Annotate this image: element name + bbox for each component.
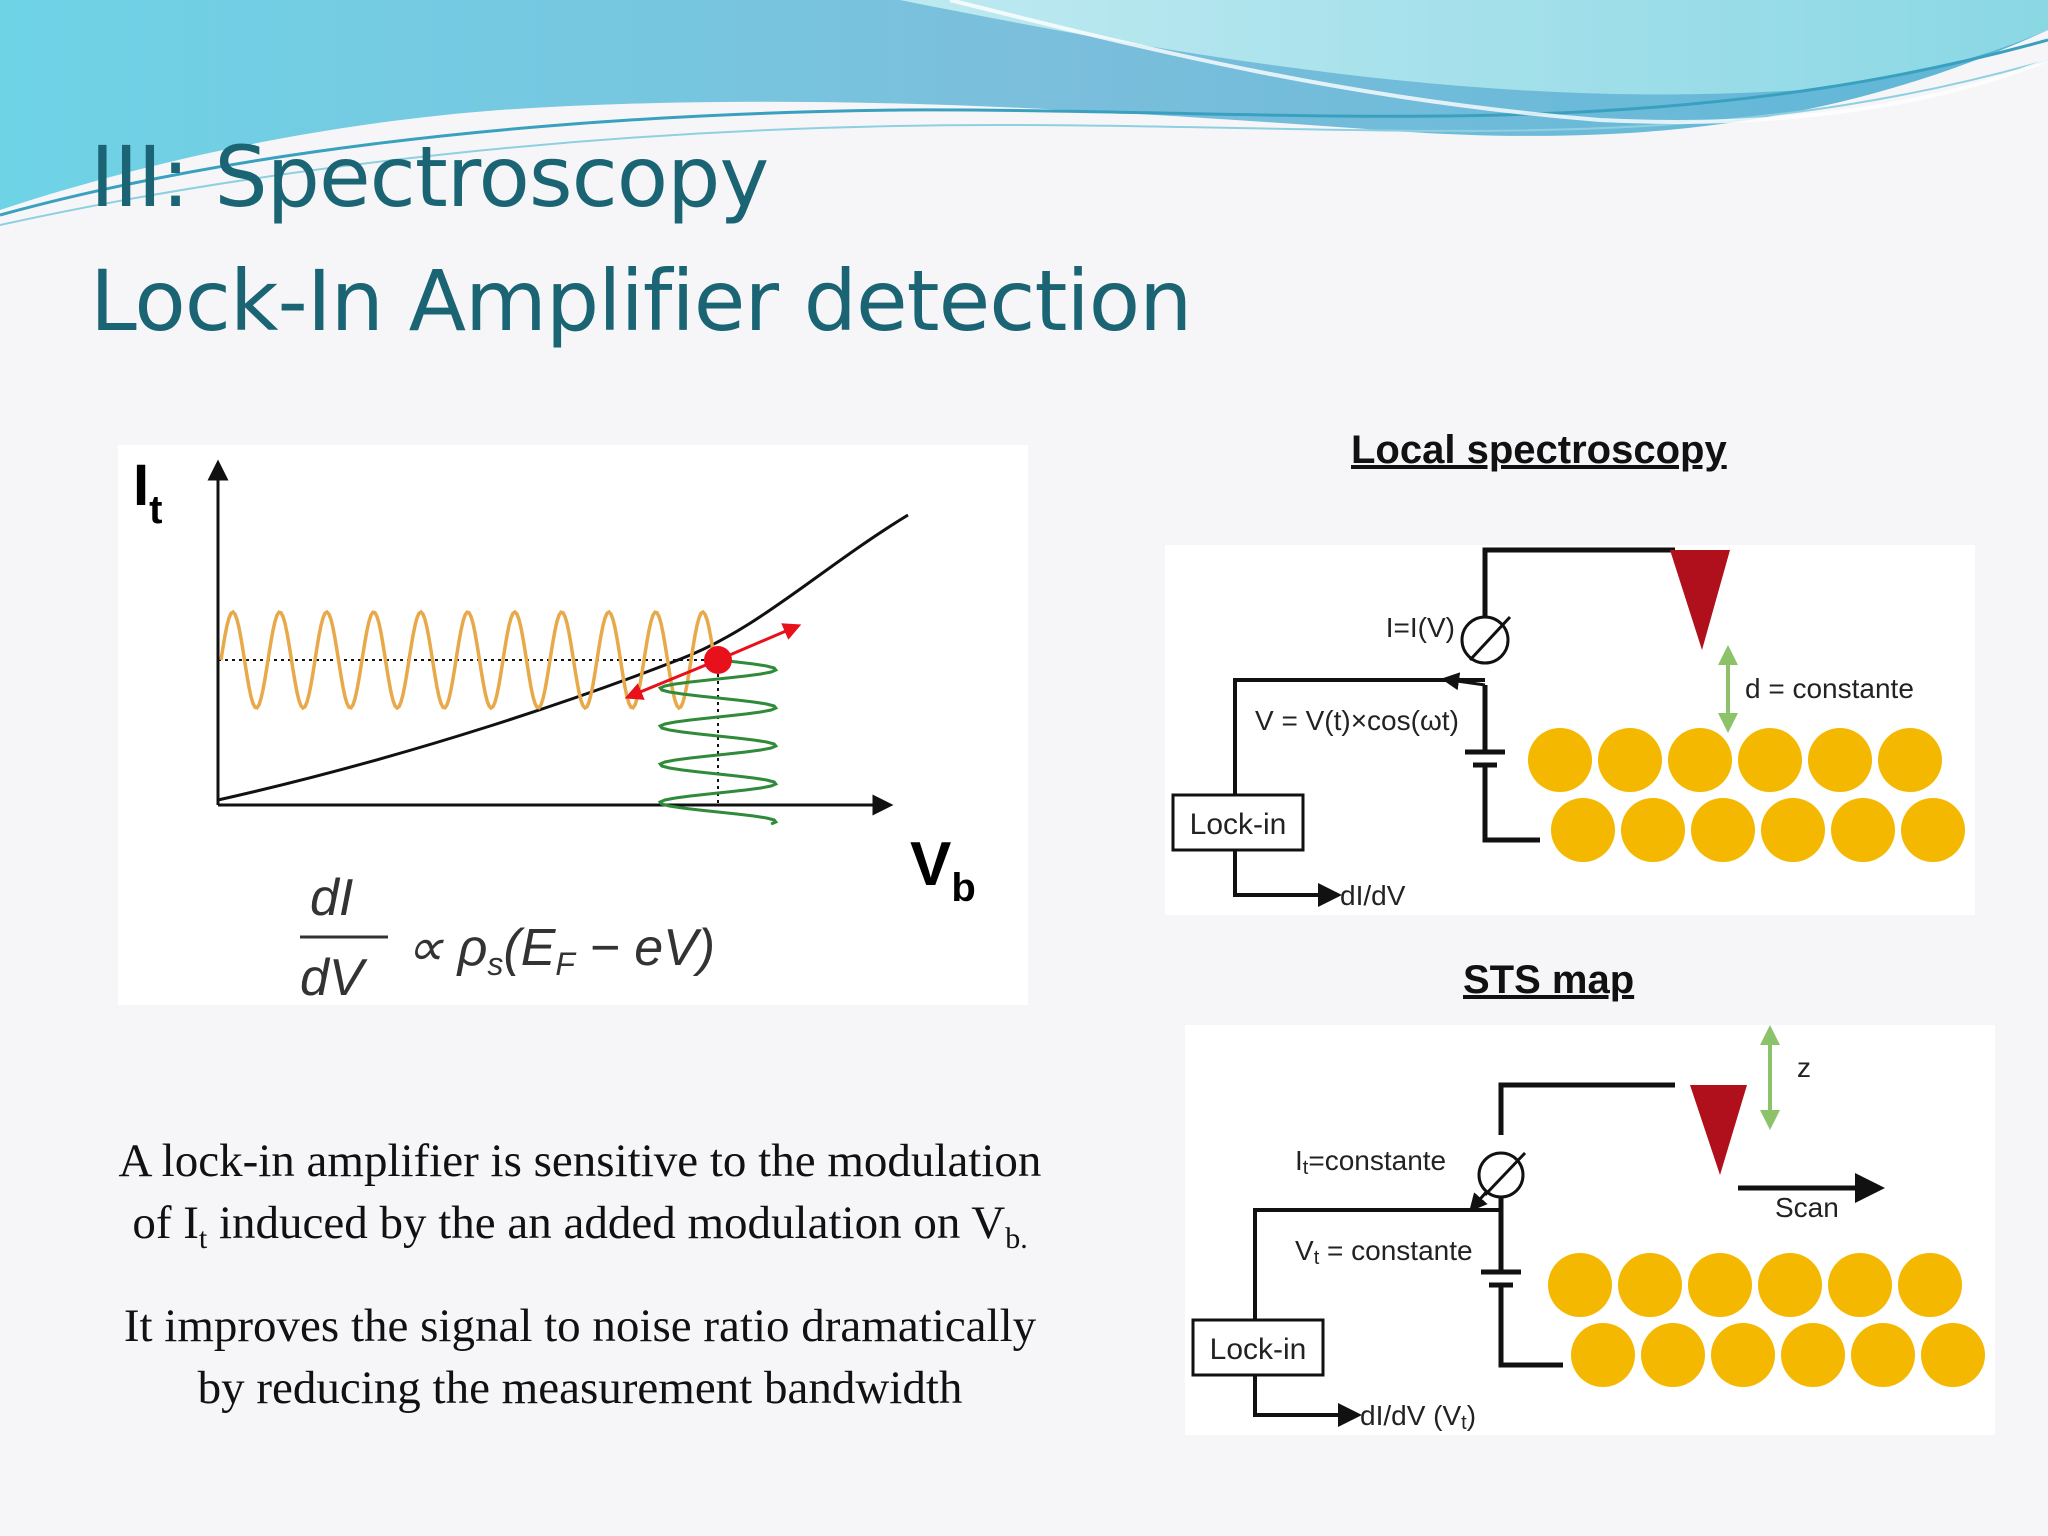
slide-title-line2: Lock-In Amplifier detection <box>90 252 1192 350</box>
paragraph2-line1: It improves the signal to noise ratio dr… <box>123 1300 1037 1352</box>
atom <box>1828 1253 1892 1317</box>
atom-row-icon <box>1548 1253 1985 1387</box>
atom <box>1668 728 1732 792</box>
didv-output-label: dI/dV (Vt) <box>1360 1400 1476 1434</box>
didv-output-label: dI/dV <box>1340 880 1406 911</box>
atom <box>1528 728 1592 792</box>
snr-paragraph: It improves the signal to noise ratio dr… <box>20 1295 1140 1419</box>
ammeter-icon <box>1460 615 1510 665</box>
slide-title-line1: III: Spectroscopy <box>90 128 769 226</box>
atom <box>1548 1253 1612 1317</box>
atom <box>1831 798 1895 862</box>
atom <box>1641 1323 1705 1387</box>
atom <box>1738 728 1802 792</box>
atom <box>1761 798 1825 862</box>
paragraph2-line2: by reducing the measurement bandwidth <box>197 1362 963 1414</box>
y-axis-label: It <box>133 453 162 532</box>
sts-map-heading: STS map <box>1463 958 1635 1002</box>
x-axis-label: Vb <box>910 830 976 910</box>
z-label: z <box>1797 1052 1811 1083</box>
atom <box>1618 1253 1682 1317</box>
atom <box>1688 1253 1752 1317</box>
atom <box>1711 1323 1775 1387</box>
lockin-label: Lock-in <box>1190 808 1287 841</box>
lockin-description-paragraph: A lock-in amplifier is sensitive to the … <box>20 1130 1140 1270</box>
formula-denominator: dV <box>300 949 368 1005</box>
operating-point <box>704 646 732 674</box>
formula-numerator: dI <box>310 869 353 927</box>
didv-formula: dI dV ∝ ρs(EF − eV) <box>300 869 715 1005</box>
sts-map-diagram: z Scan Lock-in dI/dV (Vt) It=constante V… <box>1185 1025 1995 1435</box>
atom <box>1598 728 1662 792</box>
atom <box>1691 798 1755 862</box>
atom <box>1551 798 1615 862</box>
atom <box>1851 1323 1915 1387</box>
ammeter-icon <box>1477 1151 1525 1199</box>
scan-label: Scan <box>1775 1192 1839 1223</box>
atom <box>1878 728 1942 792</box>
atom <box>1758 1253 1822 1317</box>
distance-label: d = constante <box>1745 673 1914 704</box>
lockin-box <box>1171 793 1305 852</box>
local-spectroscopy-heading: Local spectroscopy <box>1351 428 1727 472</box>
current-label: It=constante <box>1295 1145 1446 1179</box>
tip-icon <box>1670 550 1730 650</box>
lockin-iv-graph: It Vb dI dV ∝ ρs(EF − eV) <box>118 445 1028 1005</box>
current-label: I=I(V) <box>1386 612 1455 643</box>
lockin-label: Lock-in <box>1210 1333 1307 1366</box>
paragraph1-line2: of It induced by the an added modulation… <box>132 1197 1028 1255</box>
atom <box>1808 728 1872 792</box>
green-modulation-wave <box>657 658 779 826</box>
iv-curve <box>217 513 909 802</box>
atom <box>1781 1323 1845 1387</box>
atom <box>1898 1253 1962 1317</box>
atom <box>1921 1323 1985 1387</box>
tangent-arrow-down <box>624 658 719 700</box>
voltage-label: Vt = constante <box>1295 1235 1473 1269</box>
atom-row-icon <box>1528 728 1965 862</box>
orange-response-wave <box>219 609 715 711</box>
tip-icon <box>1690 1085 1747 1175</box>
voltage-label: V = V(t)×cos(ωt) <box>1255 705 1459 736</box>
lockin-box <box>1191 1318 1325 1377</box>
atom <box>1571 1323 1635 1387</box>
header-wave-banner <box>0 0 2048 226</box>
atom <box>1901 798 1965 862</box>
atom <box>1621 798 1685 862</box>
formula-rhs: ∝ ρs(EF − eV) <box>406 919 715 982</box>
local-spectroscopy-diagram: Lock-in dI/dV I=I(V) V = V(t)×cos(ωt) d … <box>1165 545 1975 915</box>
paragraph1-line1: A lock-in amplifier is sensitive to the … <box>118 1135 1042 1187</box>
